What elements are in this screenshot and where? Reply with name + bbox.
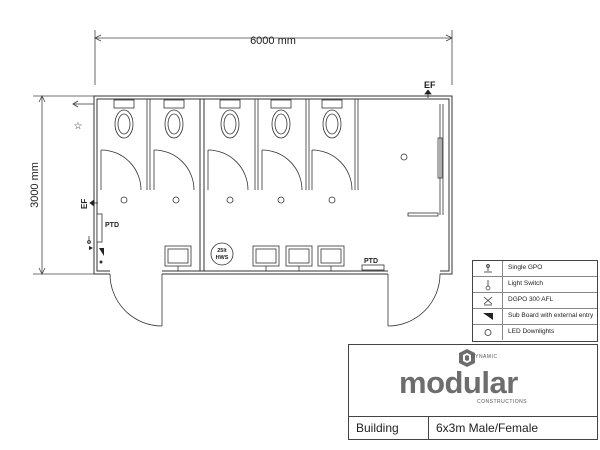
entry-door-left (109, 273, 163, 327)
logo-main-text: modular (399, 365, 518, 400)
hws-label-1: 25lt (217, 248, 227, 254)
basins (164, 245, 345, 267)
legend-label: LED Downlights (508, 328, 555, 335)
hot-water-system (210, 242, 234, 266)
shelf (407, 212, 439, 217)
toilet-5 (321, 99, 343, 139)
legend-label: Single GPO (508, 264, 543, 271)
legend: Single GPO Light Switch DGPO 300 AFL Sub… (472, 260, 598, 342)
toilet-2 (163, 99, 185, 139)
led-downlights (120, 153, 408, 204)
ptd-label-left: PTD (105, 222, 119, 229)
ptd-unit-left (96, 213, 103, 243)
legend-row-dgpo: DGPO 300 AFL (473, 293, 597, 309)
light-switch-marker (87, 236, 91, 244)
ef-label-left: EF (80, 199, 89, 209)
exhaust-fan-top (424, 89, 432, 98)
outer-walls (93, 95, 453, 275)
width-dimension (94, 30, 453, 85)
legend-row-light-switch: Light Switch (473, 277, 597, 293)
partition-wall (199, 99, 205, 271)
logo-sub-text: CONSTRUCTIONS (477, 399, 528, 405)
width-label: 6000 mm (250, 35, 296, 47)
ptd-label-right: PTD (364, 258, 378, 265)
ptd-unit-right (361, 264, 385, 271)
title-key-cell: Building (349, 417, 429, 439)
legend-row-sub-board: Sub Board with external entry (473, 309, 597, 325)
switch-dot (99, 260, 103, 264)
height-label: 3000 mm (29, 162, 41, 208)
toilet-1 (113, 99, 135, 139)
title-value: 6x3m Male/Female (436, 421, 539, 435)
title-value-cell: 6x3m Male/Female (429, 417, 599, 439)
logo-top-text: DYNAMIC (471, 354, 498, 360)
toilet-3 (219, 99, 241, 139)
legend-row-led-downlights: LED Downlights (473, 325, 597, 341)
legend-label: Light Switch (508, 280, 544, 287)
sub-board-icon (473, 309, 503, 324)
vertical-fitting (439, 104, 444, 215)
cubicle-dividers (146, 99, 359, 190)
cubicle-doors (100, 149, 353, 191)
exhaust-fan-left (89, 199, 98, 207)
external-light-arrow (72, 100, 94, 108)
sub-board-marker (99, 248, 104, 256)
gpo-marks (177, 266, 332, 271)
title-row: Building 6x3m Male/Female (349, 417, 597, 439)
logo-mark-icon (459, 349, 475, 367)
toilet-4 (270, 99, 292, 139)
light-switch-icon (473, 277, 503, 292)
height-dimension (33, 95, 95, 275)
single-gpo-icon (473, 261, 503, 276)
ef-label-top: EF (424, 80, 436, 90)
dgpo-icon (473, 293, 503, 308)
company-logo: DYNAMIC modular CONSTRUCTIONS (349, 345, 597, 417)
legend-row-single-gpo: Single GPO (473, 261, 597, 277)
legend-label: Sub Board with external entry (508, 312, 594, 319)
legend-label: DGPO 300 AFL (508, 296, 554, 303)
star-icon: ☆ (74, 121, 83, 132)
hws-label-2: HWS (216, 255, 229, 261)
led-downlight-icon (473, 325, 503, 340)
title-key: Building (356, 421, 399, 435)
title-block: DYNAMIC modular CONSTRUCTIONS Building 6… (348, 344, 598, 440)
gpo-marker-left (89, 246, 93, 250)
entry-door-right (387, 273, 441, 327)
